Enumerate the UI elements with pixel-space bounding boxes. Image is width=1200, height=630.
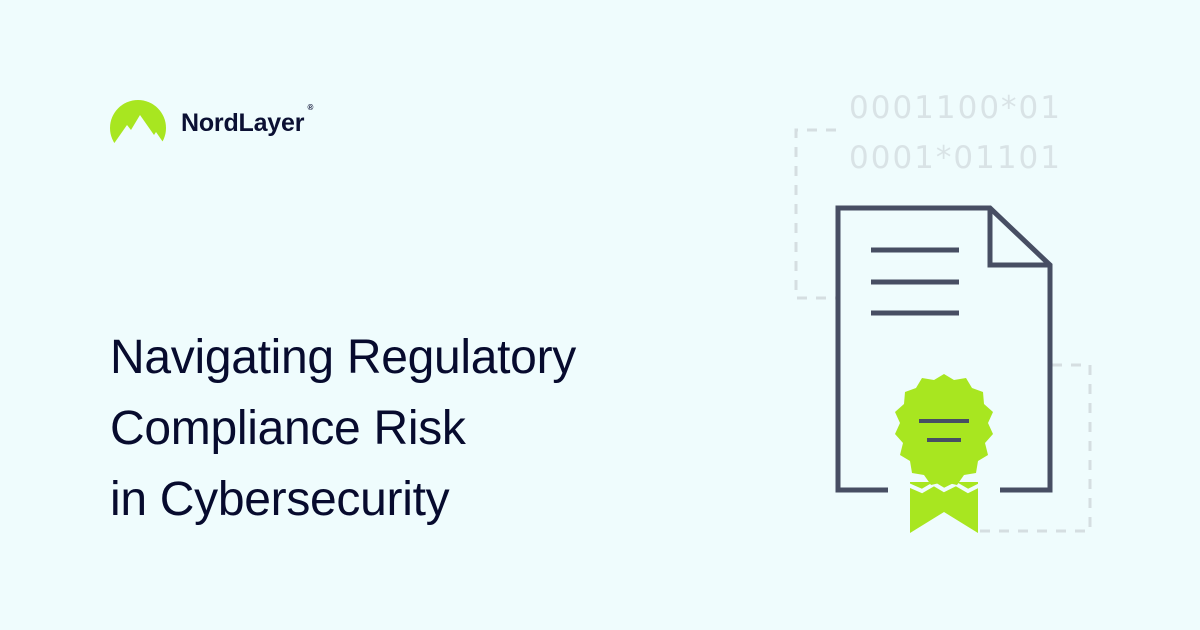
title-line-2: Compliance Risk <box>110 402 466 455</box>
mountain-circle-icon <box>110 100 166 145</box>
title-line-3: in Cybersecurity <box>110 473 450 526</box>
binary-line-1: 0001100*01 <box>849 90 1063 126</box>
binary-line-2: 0001*01101 <box>849 140 1063 176</box>
dashed-frame-left <box>794 128 836 300</box>
brand-logo: NordLayer® <box>109 99 313 147</box>
document-icon <box>835 205 1053 493</box>
brand-name: NordLayer® <box>181 103 313 138</box>
registered-mark: ® <box>307 102 314 112</box>
title-line-1: Navigating Regulatory <box>110 331 576 384</box>
page-title: Navigating Regulatory Compliance Risk in… <box>110 322 576 535</box>
brand-name-text: NordLayer <box>181 108 305 137</box>
award-badge-icon <box>895 374 993 533</box>
dashed-frame-right <box>980 363 1092 533</box>
